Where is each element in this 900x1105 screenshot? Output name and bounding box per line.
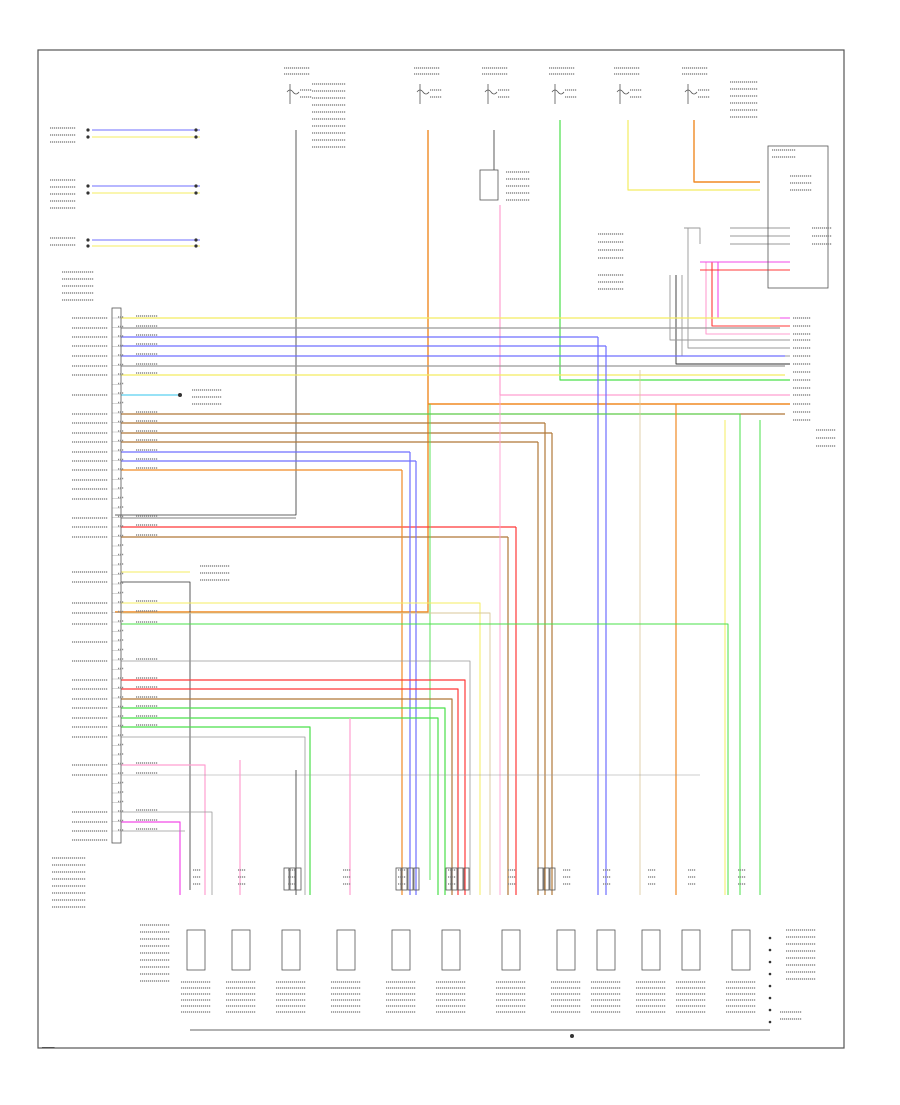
wire-red-69 xyxy=(121,688,459,895)
bottom-connector-pin-1 xyxy=(401,867,408,891)
connector-layer xyxy=(86,128,772,1038)
wire-red-23 xyxy=(711,262,790,327)
bottom-connector-pin-4 xyxy=(445,867,452,891)
wire-red-68 xyxy=(121,679,466,895)
brake-switch-body xyxy=(641,929,661,971)
terminal-dot-8 xyxy=(86,238,90,242)
switch-dot-5 xyxy=(768,996,772,1000)
wire-yellow-11 xyxy=(627,120,760,191)
turbine-speed-sensor-body xyxy=(336,929,356,971)
od-indicator-body xyxy=(596,929,616,971)
terminal-dot-2 xyxy=(194,128,198,132)
switch-dot-7 xyxy=(768,1020,772,1024)
shield-ground-dot xyxy=(178,393,182,397)
wire-green-72 xyxy=(121,717,439,895)
wire-green-71 xyxy=(121,707,446,895)
bottom-connector-pin-5 xyxy=(451,867,458,891)
bottom-connector-pin-2 xyxy=(407,867,414,891)
wire-gray-21 xyxy=(669,275,790,341)
bottom-connector-pin-9 xyxy=(543,867,550,891)
fuse-symbol-5 xyxy=(684,89,698,95)
terminal-dot-11 xyxy=(194,244,198,248)
wire-layer xyxy=(92,120,790,1031)
component-layer xyxy=(111,84,829,971)
wire-pink-24 xyxy=(705,262,790,335)
terminal-dot-5 xyxy=(86,191,90,195)
overdrive-switch-body xyxy=(556,929,576,971)
ecm-connector-block xyxy=(111,307,122,844)
terminal-dot-4 xyxy=(86,184,90,188)
fuse-symbol-3 xyxy=(551,89,565,95)
bottom-connector-pin-7 xyxy=(463,867,470,891)
pressure-control-solenoid-body xyxy=(441,929,461,971)
transmission-range-sensor-body xyxy=(731,929,751,971)
bottom-connector-pin-10 xyxy=(549,867,556,891)
wire-tan-65 xyxy=(121,612,491,895)
switch-dot-6 xyxy=(768,1008,772,1012)
wire-gray-17 xyxy=(684,227,701,244)
wire-black-63 xyxy=(121,581,191,890)
park-neutral-switch-body xyxy=(501,929,521,971)
label-layer xyxy=(50,67,836,1020)
wire-gray-77 xyxy=(121,811,213,895)
wire-pink-75 xyxy=(121,764,206,895)
shift-solenoids-body xyxy=(391,929,411,971)
wire-orange-12 xyxy=(693,120,760,183)
terminal-dot-6 xyxy=(194,184,198,188)
wire-gray-74 xyxy=(121,736,306,895)
bottom-connector-pin-12 xyxy=(289,867,296,891)
wire-black-6 xyxy=(115,130,297,516)
fuse-symbol-1 xyxy=(416,89,430,95)
bottom-connector-pin-0 xyxy=(395,867,402,891)
a-c-switch-body xyxy=(681,929,701,971)
terminal-dot-10 xyxy=(194,238,198,242)
combination-meter-frame xyxy=(767,145,829,289)
bottom-connector-pin-11 xyxy=(283,867,290,891)
wire-brown-70 xyxy=(121,698,453,895)
terminal-dot-3 xyxy=(194,135,198,139)
ground-point xyxy=(570,1034,574,1038)
bottom-connector-pin-13 xyxy=(295,867,302,891)
terminal-dot-0 xyxy=(86,128,90,132)
switch-dot-2 xyxy=(768,960,772,964)
fuse-symbol-2 xyxy=(484,89,498,95)
figure-code: _____ xyxy=(41,1042,55,1048)
bottom-connector-pin-8 xyxy=(537,867,544,891)
terminal-dot-7 xyxy=(194,191,198,195)
fuse-symbol-0 xyxy=(286,89,300,95)
terminal-dot-1 xyxy=(86,135,90,139)
switch-dot-0 xyxy=(768,936,772,940)
input-speed-sensor-body xyxy=(281,929,301,971)
bottom-connector-pin-3 xyxy=(413,867,420,891)
wire-green-66 xyxy=(121,623,729,895)
output-speed-sensor-body xyxy=(231,929,251,971)
bottom-connector-pin-6 xyxy=(457,867,464,891)
terminal-dot-9 xyxy=(86,244,90,248)
tcc-solenoid-body xyxy=(186,929,206,971)
relay-switch-box xyxy=(479,169,499,201)
switch-dot-3 xyxy=(768,972,772,976)
wire-gray-67 xyxy=(121,660,471,895)
wire-black-20 xyxy=(675,275,790,365)
wire-green-10 xyxy=(559,120,790,381)
wire-green-73 xyxy=(121,726,311,895)
switch-dot-4 xyxy=(768,984,772,988)
fuse-symbol-4 xyxy=(616,89,630,95)
wire-yellow-64 xyxy=(121,602,481,895)
wire-orange-7 xyxy=(115,130,429,613)
switch-dot-1 xyxy=(768,948,772,952)
diagram-frame xyxy=(37,49,845,1049)
wire-magenta-78 xyxy=(121,821,181,895)
wire-green-56 xyxy=(310,413,741,895)
wire-gray-18 xyxy=(687,228,790,349)
